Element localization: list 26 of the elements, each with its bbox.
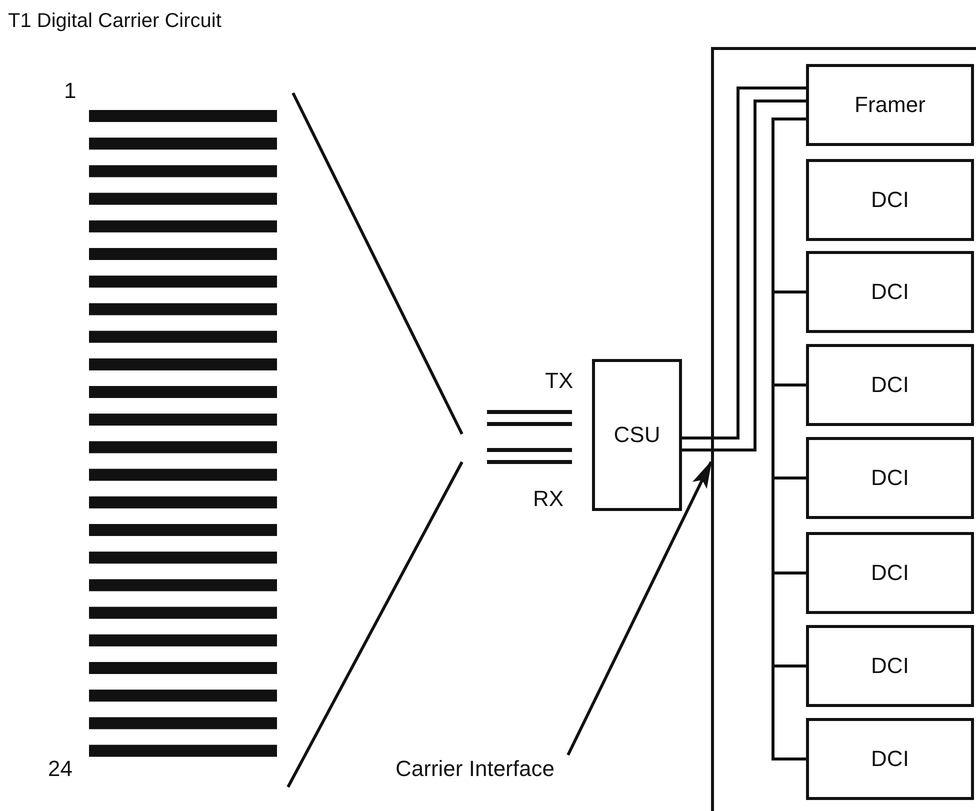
signal-label: TX [545, 370, 574, 392]
box-label: DCI [871, 653, 909, 679]
channel-number: 24 [48, 758, 72, 780]
box-label: CSU [614, 422, 660, 448]
box-label: DCI [871, 372, 909, 398]
box-label: Framer [854, 92, 926, 118]
process-box [806, 718, 974, 800]
frame-box [711, 47, 976, 811]
diagram-title: T1 Digital Carrier Circuit [8, 10, 222, 33]
box-label: DCI [871, 279, 909, 305]
process-box [806, 251, 974, 333]
connector-line [566, 460, 712, 756]
process-box [806, 625, 974, 707]
signal-label: RX [533, 488, 564, 510]
box-label: DCI [871, 746, 909, 772]
channel-number: 1 [64, 80, 76, 102]
process-box [806, 532, 974, 614]
process-box [806, 64, 974, 146]
process-box [806, 159, 974, 241]
box-label: DCI [871, 187, 909, 213]
box-label: DCI [871, 560, 909, 586]
process-box [806, 437, 974, 519]
callout-text: Carrier Interface [396, 756, 554, 782]
process-box [592, 359, 682, 511]
box-label: DCI [871, 465, 909, 491]
process-box [806, 344, 974, 426]
